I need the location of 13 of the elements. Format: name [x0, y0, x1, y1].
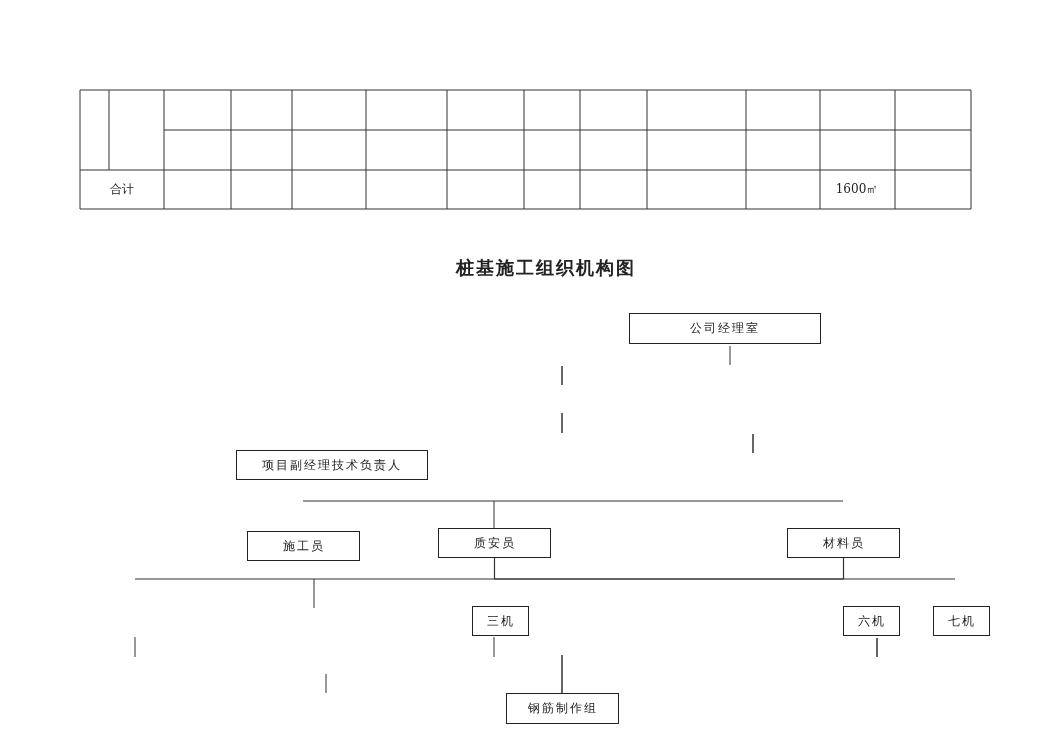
chart-title: 桩基施工组织机构图	[456, 256, 636, 280]
table-cell-text: 合计	[110, 180, 134, 198]
org-box: 三机	[472, 606, 529, 636]
org-box: 公司经理室	[629, 313, 821, 344]
org-box: 六机	[843, 606, 900, 636]
org-box: 施工员	[247, 531, 360, 561]
org-box: 项目副经理技术负责人	[236, 450, 428, 480]
org-box: 七机	[933, 606, 990, 636]
org-box: 钢筋制作组	[506, 693, 619, 724]
org-box: 质安员	[438, 528, 551, 558]
org-box: 材料员	[787, 528, 900, 558]
table-cell-text: 1600㎡	[835, 180, 879, 198]
connector-line	[493, 557, 845, 580]
